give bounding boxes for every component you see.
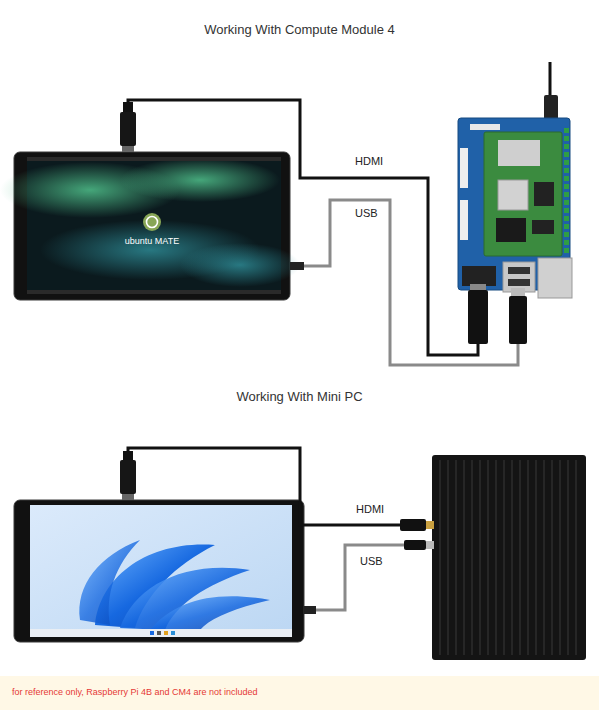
display-2 (14, 451, 316, 642)
hdmi-cable (128, 448, 400, 525)
node-text: for reference only, Raspberry Pi 4B and … (12, 687, 599, 697)
node-text: ubuntu MATE (14, 236, 290, 246)
display-1 (0, 102, 304, 300)
hdmi-cable (128, 100, 478, 355)
display-screen: ubuntu MATE (14, 152, 290, 300)
cable-label: USB (360, 555, 383, 567)
notice-banner: for reference only, Raspberry Pi 4B and … (0, 676, 599, 710)
cm4-board (458, 62, 572, 344)
section-heading: Working With Compute Module 4 (0, 22, 599, 37)
section-heading: Working With Mini PC (0, 389, 599, 404)
cable-label: HDMI (355, 155, 383, 167)
usb-cable (316, 545, 404, 610)
mini-pc (400, 455, 586, 660)
cable-label: HDMI (356, 503, 384, 515)
cable-label: USB (355, 207, 378, 219)
